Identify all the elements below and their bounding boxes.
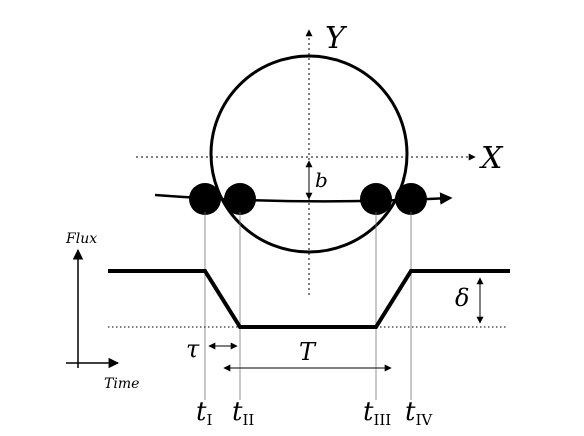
x-axis-label: X — [479, 141, 504, 176]
planet-contact-4 — [395, 183, 427, 215]
transit-duration-label: T — [299, 338, 317, 366]
y-axis-label: Y — [325, 21, 348, 56]
contact-time-label-1: tI — [196, 397, 212, 429]
contact-time-label-4: tIV — [405, 397, 433, 429]
planet-contact-3 — [360, 183, 392, 215]
flux-axis-label: Flux — [65, 231, 97, 247]
planet-contact-2 — [224, 183, 256, 215]
contact-time-label-2: tII — [232, 397, 254, 429]
contact-time-label-3: tIII — [363, 397, 391, 429]
star-disk — [209, 54, 409, 254]
light-curve — [108, 269, 510, 329]
time-axis-label: Time — [104, 376, 139, 392]
depth-label: δ — [455, 284, 469, 312]
ingress-duration-label: τ — [186, 335, 200, 363]
planet-contact-1 — [189, 183, 221, 215]
impact-parameter-label: b — [315, 168, 328, 192]
